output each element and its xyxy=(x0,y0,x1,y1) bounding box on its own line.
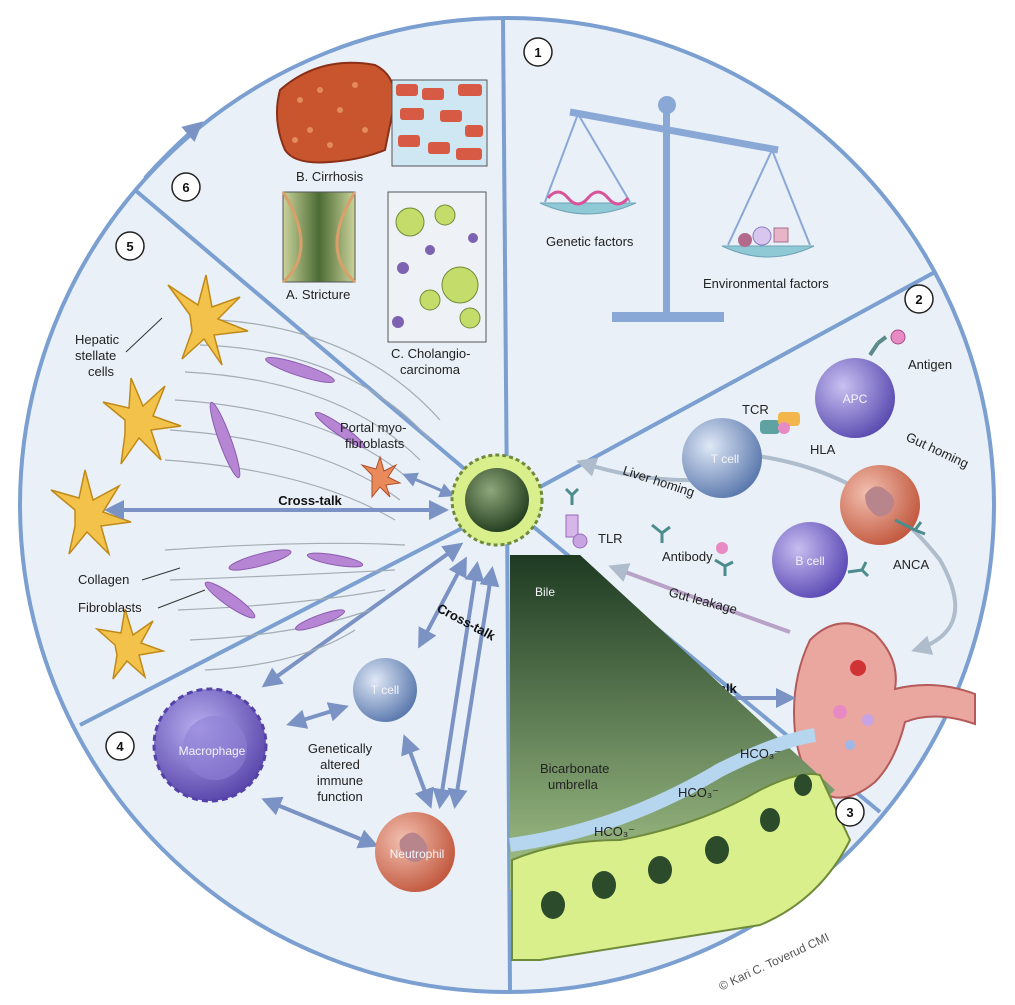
environmental-factors-label: Environmental factors xyxy=(703,276,829,291)
antibody-b-icon xyxy=(847,561,870,578)
crosstalk-fibrosis-label: Cross-talk xyxy=(278,493,342,508)
stricture-label: A. Stricture xyxy=(286,287,350,302)
macrophage-cell xyxy=(152,687,268,803)
t-cell-4-label: T cell xyxy=(371,683,399,697)
t-cell-4 xyxy=(353,658,417,722)
gut-intestine-icon xyxy=(793,622,976,799)
genetically-label-4: function xyxy=(317,789,363,804)
apc-label: APC xyxy=(843,392,868,406)
dna-icon xyxy=(546,190,630,206)
copyright-credit: © Kari C. Toverud CMI xyxy=(717,930,832,993)
portal-arrow xyxy=(402,472,455,498)
environment-objects-icon xyxy=(738,226,789,247)
fibroblasts-label: Fibroblasts xyxy=(78,600,142,615)
hco3-label-3: HCO₃⁻ xyxy=(740,746,781,761)
section-number-3-badge xyxy=(835,797,865,827)
section-6: 6 B. Cirrhosis A. Stricture xyxy=(171,61,488,377)
cirrhosis-histology-inset xyxy=(391,79,488,167)
section-number-5-badge xyxy=(115,231,145,261)
hco3-label-2: HCO₃⁻ xyxy=(678,785,719,800)
bile-duct-center xyxy=(450,453,544,547)
b-cell xyxy=(772,522,848,598)
section-1: 1 Genetic factors Environmental factors xyxy=(523,37,829,322)
genetic-factors-label: Genetic factors xyxy=(546,234,634,249)
section-number-6: 6 xyxy=(182,180,189,195)
section-number-5: 5 xyxy=(126,239,133,254)
fibroblast-cells xyxy=(204,356,366,631)
antigen-label: Antigen xyxy=(908,357,952,372)
hepatic-label-3: cells xyxy=(88,364,115,379)
neutrophil-label: Neutrophil xyxy=(390,847,445,861)
tcr-label: TCR xyxy=(742,402,769,417)
antibody-icon xyxy=(651,523,734,576)
bicarbonate-layer xyxy=(509,728,817,852)
hepatic-label-1: Hepatic xyxy=(75,332,120,347)
genetically-label-3: immune xyxy=(317,773,363,788)
collagen-fibers xyxy=(164,319,441,671)
hla-label: HLA xyxy=(810,442,836,457)
section-number-4: 4 xyxy=(116,739,124,754)
liver-homing-arrow xyxy=(576,457,701,483)
cirrhosis-label: B. Cirrhosis xyxy=(296,169,364,184)
section-number-1-badge xyxy=(523,37,553,67)
hepatic-label-2: stellate xyxy=(75,348,116,363)
tlr-receptor-icon xyxy=(564,487,588,549)
genetically-label-2: altered xyxy=(320,757,360,772)
bile-cone-label: Bile xyxy=(535,585,555,599)
gut-leakage-arrow xyxy=(608,563,791,634)
portal-label-1: Portal myo- xyxy=(340,420,406,435)
anca-label: ANCA xyxy=(893,557,929,572)
hepatic-pointer xyxy=(125,317,163,353)
section-number-4-badge xyxy=(105,731,135,761)
fibroblasts-pointer xyxy=(157,589,206,609)
cholangio-label-2: carcinoma xyxy=(400,362,461,377)
neutrophil-4-nucleus xyxy=(399,832,428,862)
cirrhotic-liver-icon xyxy=(275,61,397,164)
macrophage-label: Macrophage xyxy=(179,744,246,758)
hco3-label-1: HCO₃⁻ xyxy=(594,824,635,839)
collagen-pointer xyxy=(141,567,181,581)
t-cell-2 xyxy=(682,418,762,498)
cholangio-label-1: C. Cholangio- xyxy=(391,346,471,361)
bicarbonate-label-1: Bicarbonate xyxy=(540,761,609,776)
stricture-inset xyxy=(281,191,357,284)
apc-cell xyxy=(815,358,895,438)
section-number-3: 3 xyxy=(846,805,853,820)
immune-crosstalk-arrows xyxy=(261,542,500,849)
section-number-2: 2 xyxy=(915,292,922,307)
balance-scale-icon xyxy=(539,96,815,322)
b-cell-label: B cell xyxy=(795,554,824,568)
portal-myofibroblast-icon xyxy=(360,455,402,499)
section-5: 5 Hepatic xyxy=(50,231,455,680)
antigen-icon xyxy=(868,329,906,357)
t-cell-2-label: T cell xyxy=(711,452,739,466)
cycle-arrow xyxy=(143,121,204,180)
antibody-label: Antibody xyxy=(662,549,713,564)
section-number-2-badge xyxy=(904,284,934,314)
gut-homing-arrow xyxy=(749,453,958,655)
tlr-label: TLR xyxy=(598,531,623,546)
section-number-1: 1 xyxy=(534,45,541,60)
cholangiocyte-row xyxy=(511,773,852,961)
cholangiocarcinoma-inset xyxy=(387,191,487,343)
neutrophil-nucleus xyxy=(865,486,895,517)
section-number-6-badge xyxy=(171,172,201,202)
genetically-label-1: Genetically xyxy=(308,741,373,756)
tcr-hla-complex-icon xyxy=(760,412,800,434)
collagen-label: Collagen xyxy=(78,572,129,587)
bicarbonate-label-2: umbrella xyxy=(548,777,599,792)
portal-label-2: fibroblasts xyxy=(345,436,405,451)
anca-icon xyxy=(894,518,926,536)
